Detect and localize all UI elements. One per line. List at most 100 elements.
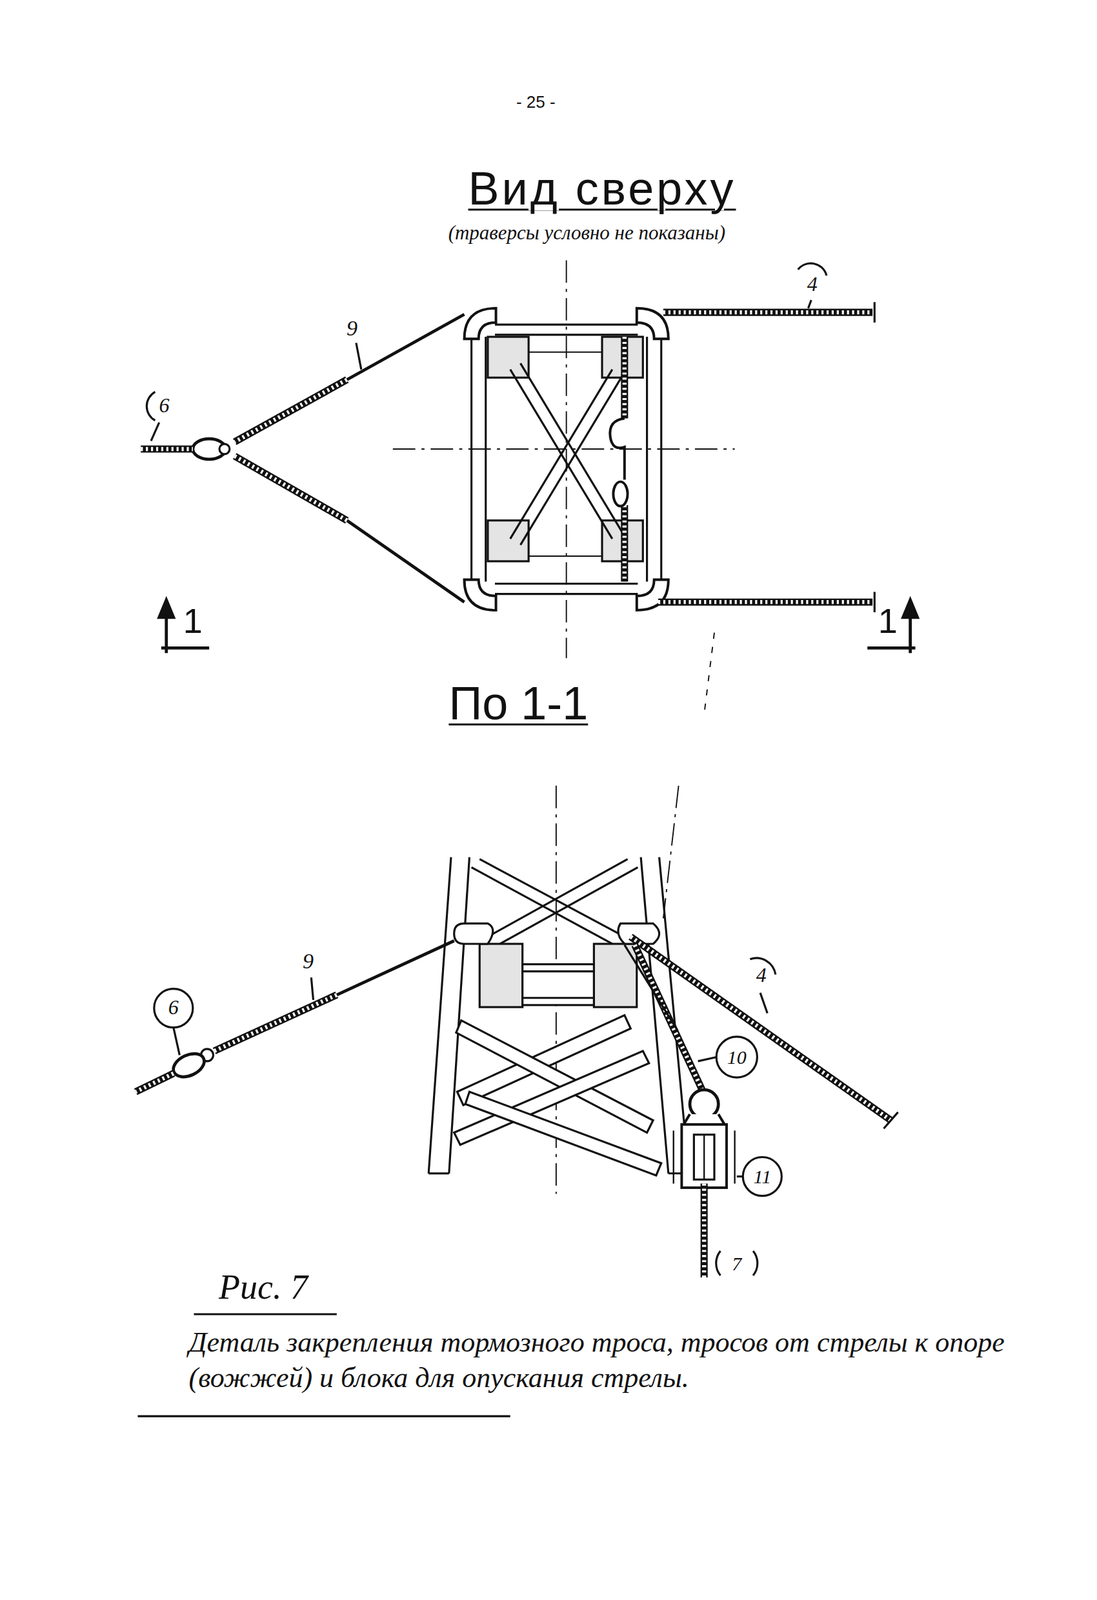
- callout-mark: [146, 391, 155, 421]
- rope-4-plan: [658, 598, 873, 606]
- brake-block-assembly: [684, 1114, 725, 1125]
- rope-9-elevation: [169, 1049, 208, 1082]
- view-title: Вид сверху: [468, 163, 737, 215]
- callout-mark: [716, 1036, 757, 1078]
- rope-4-plan: [663, 309, 873, 317]
- callout-mark: [760, 993, 768, 1014]
- rope-9-plan: [140, 447, 193, 452]
- brake-block-assembly: [700, 1184, 708, 1278]
- section-arrow: [159, 600, 174, 618]
- section-mark: 1: [183, 602, 203, 641]
- brake-rope-plan: [620, 505, 628, 583]
- tower-elevation: [428, 1172, 450, 1175]
- section-arrow: [159, 600, 918, 654]
- callout-mark: [146, 263, 827, 441]
- centerline: [663, 785, 679, 919]
- tower-elevation: [522, 964, 595, 1006]
- brake-rope-plan: [609, 336, 628, 583]
- rope-9-elevation: [214, 995, 337, 1052]
- callout-number: 6: [159, 394, 170, 418]
- callout-mark: [154, 958, 783, 1276]
- tower-elevation: [449, 857, 470, 1174]
- rope-9-elevation: [135, 940, 454, 1092]
- tower-section-plan: [520, 363, 623, 534]
- callout-mark: [356, 343, 362, 370]
- section-arrow: [903, 600, 918, 618]
- brake-block-assembly: [702, 1184, 706, 1278]
- tower-section-plan: [494, 333, 638, 336]
- rope-4-plan: [658, 301, 875, 613]
- rope-9-plan: [234, 379, 348, 442]
- tower-section-plan: [487, 336, 529, 378]
- tower-section-plan: [494, 582, 638, 585]
- brake-block-assembly: [693, 1135, 715, 1181]
- callout-number: 7: [731, 1252, 742, 1274]
- rope-4-plan: [873, 591, 876, 613]
- brake-rope-plan: [622, 505, 627, 583]
- tower-section-plan: [464, 308, 497, 339]
- page-number: - 25 -: [516, 92, 556, 112]
- callout-mark: [311, 977, 313, 1001]
- rope-4-elevation: [630, 936, 898, 1129]
- rope-9-elevation: [336, 940, 455, 996]
- tower-elevation: [428, 857, 689, 1176]
- rope-9-plan: [234, 379, 348, 442]
- section-mark: 1: [878, 602, 898, 641]
- callout-number: 4: [756, 964, 767, 987]
- callout-mark: [173, 1027, 180, 1056]
- callout-number: 9: [346, 316, 358, 341]
- rope-9-plan: [140, 445, 193, 453]
- rope-9-plan: [234, 456, 348, 521]
- tower-elevation: [454, 923, 494, 945]
- brake-block-assembly: [624, 945, 735, 1279]
- tower-elevation: [479, 859, 625, 937]
- callout-mark: [150, 422, 160, 441]
- brake-block-assembly: [689, 1089, 719, 1119]
- rope-9-plan: [347, 520, 465, 603]
- tower-section-plan: [494, 593, 638, 595]
- tower-elevation: [465, 1091, 662, 1176]
- tower-section-plan: [510, 369, 613, 540]
- rope-9-elevation: [135, 1073, 174, 1092]
- tower-section-plan: [660, 328, 663, 590]
- rope-9-elevation: [135, 1073, 174, 1092]
- rope-9-elevation: [214, 995, 337, 1052]
- figure-number: Рис. 7: [218, 1268, 308, 1307]
- brake-rope-plan: [622, 336, 627, 419]
- callout-number: 10: [727, 1046, 747, 1068]
- tower-elevation: [479, 944, 523, 1008]
- callout-mark: [807, 300, 812, 309]
- caption-rule: [137, 1415, 510, 1418]
- brake-rope-plan: [613, 482, 628, 507]
- callout-number: 4: [807, 273, 818, 297]
- callout-mark: [154, 989, 193, 1028]
- section-heading: По 1-1: [448, 678, 588, 730]
- tower-elevation: [522, 996, 595, 999]
- rope-4-elevation: [630, 936, 891, 1121]
- rope-4-elevation: [630, 936, 891, 1121]
- callout-mark: [736, 1175, 743, 1178]
- callout-mark: [716, 1251, 721, 1276]
- section-trace: [704, 633, 715, 715]
- callout-number: 6: [168, 996, 179, 1020]
- tower-elevation: [487, 859, 628, 937]
- tower-elevation: [456, 1020, 654, 1134]
- brake-block-assembly: [703, 1135, 705, 1181]
- tower-section-plan: [470, 328, 473, 590]
- rope-4-elevation: [883, 1112, 898, 1129]
- rope-9-plan: [140, 314, 464, 603]
- section-arrow: [867, 646, 916, 650]
- callout-mark: [753, 1251, 758, 1276]
- tower-section-plan: [464, 308, 669, 611]
- tower-section-plan: [645, 336, 648, 583]
- tower-elevation: [428, 857, 452, 1174]
- rope-4-plan: [873, 301, 876, 323]
- callout-number: 11: [753, 1166, 772, 1188]
- rope-4-plan: [663, 310, 873, 315]
- rope-9-plan: [219, 443, 230, 455]
- brake-block-assembly: [673, 1130, 675, 1184]
- tower-section-plan: [464, 579, 497, 610]
- centerline: [565, 260, 568, 659]
- callout-mark: [742, 1157, 782, 1196]
